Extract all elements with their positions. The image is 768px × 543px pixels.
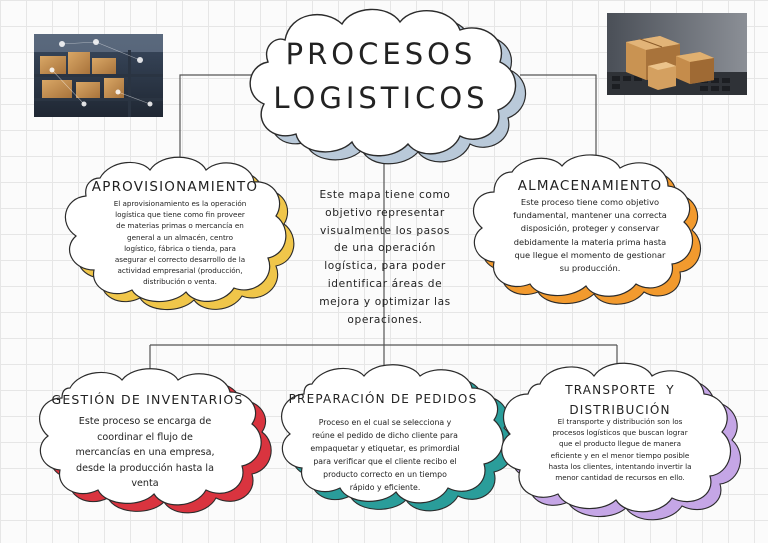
cloud-inventarios [39,368,272,514]
cloud-pedidos [281,364,514,512]
body-transporte: El transporte y distribución son los pro… [548,417,692,483]
cloud-transporte [501,362,741,521]
heading-transporte-line-1: TRANSPORTE Y [565,383,675,397]
body-almacenamiento: Este proceso tiene como objetivo fundame… [513,197,667,274]
title-line-1: PROCESOS [285,37,477,71]
heading-transporte-line-2: DISTRIBUCIÓN [569,403,671,417]
body-inventarios: Este proceso se encarga de coordinar el … [75,416,215,490]
connector-almacenamiento [520,74,597,168]
boxes-laptop-photo [607,13,747,95]
body-aprovisionamiento: El aprovisionamiento es la operación log… [113,199,247,287]
heading-aprovisionamiento: APROVISIONAMIENTO [91,179,259,195]
body-pedidos: Proceso en el cual se selecciona y reúne… [310,418,460,492]
title-cloud [249,8,517,157]
heading-pedidos: PREPARACIÓN DE PEDIDOS [288,392,478,406]
diagram-title: PROCESOS LOGISTICOS [262,32,500,120]
cloud-almacenamiento [472,154,701,305]
connector-aprovisionamiento [179,74,252,183]
cloud-aprovisionamiento [64,156,295,311]
connector-lines [149,74,618,375]
heading-almacenamiento: ALMACENAMIENTO [517,178,663,194]
warehouse-photo [34,34,163,117]
title-line-2: LOGISTICOS [273,81,489,115]
heading-inventarios: GESTIÓN DE INVENTARIOS [51,392,244,407]
center-description: Este mapa tiene como objetivo representa… [319,189,451,326]
